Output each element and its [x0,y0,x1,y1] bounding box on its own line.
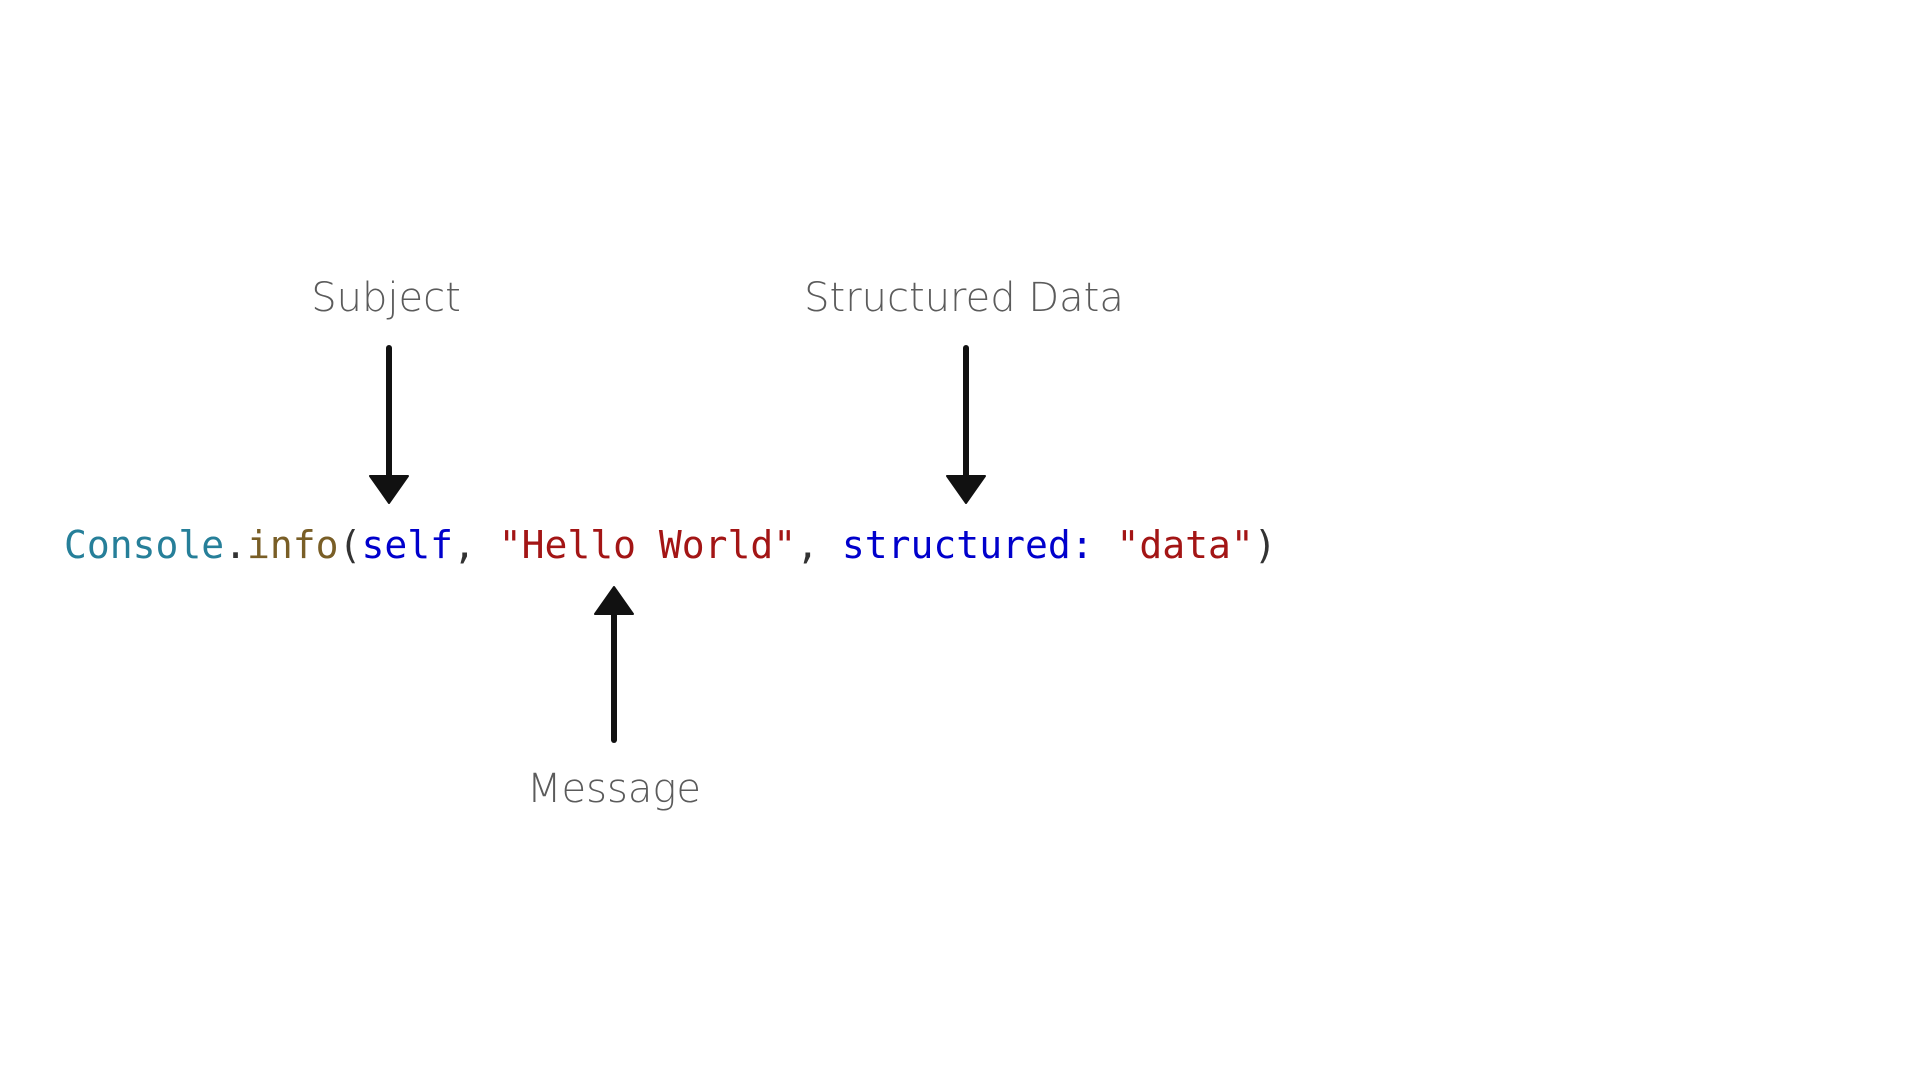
comma-token: , [796,523,842,567]
message-string-token: "Hello World" [498,523,797,567]
method-name-token: info [247,523,339,567]
self-argument-token: self [361,523,453,567]
structured-keyword-token: structured: [841,523,1094,567]
dot-token: . [224,523,248,567]
message-label: Message [527,766,701,812]
subject-arrow-icon [369,345,409,504]
structured-data-label: Structured Data [804,275,1124,321]
structured-value-token: "data" [1116,523,1254,567]
comma-token: , [452,523,499,567]
close-paren-token: ) [1253,523,1277,567]
message-arrow-icon [594,586,634,743]
code-snippet: Console.info(self, "Hello World", struct… [64,523,1277,569]
space-token [1094,523,1117,567]
class-name-token: Console [64,523,225,567]
open-paren-token: ( [338,523,362,567]
subject-label: Subject [311,275,461,321]
structured-data-arrow-icon [946,345,986,504]
